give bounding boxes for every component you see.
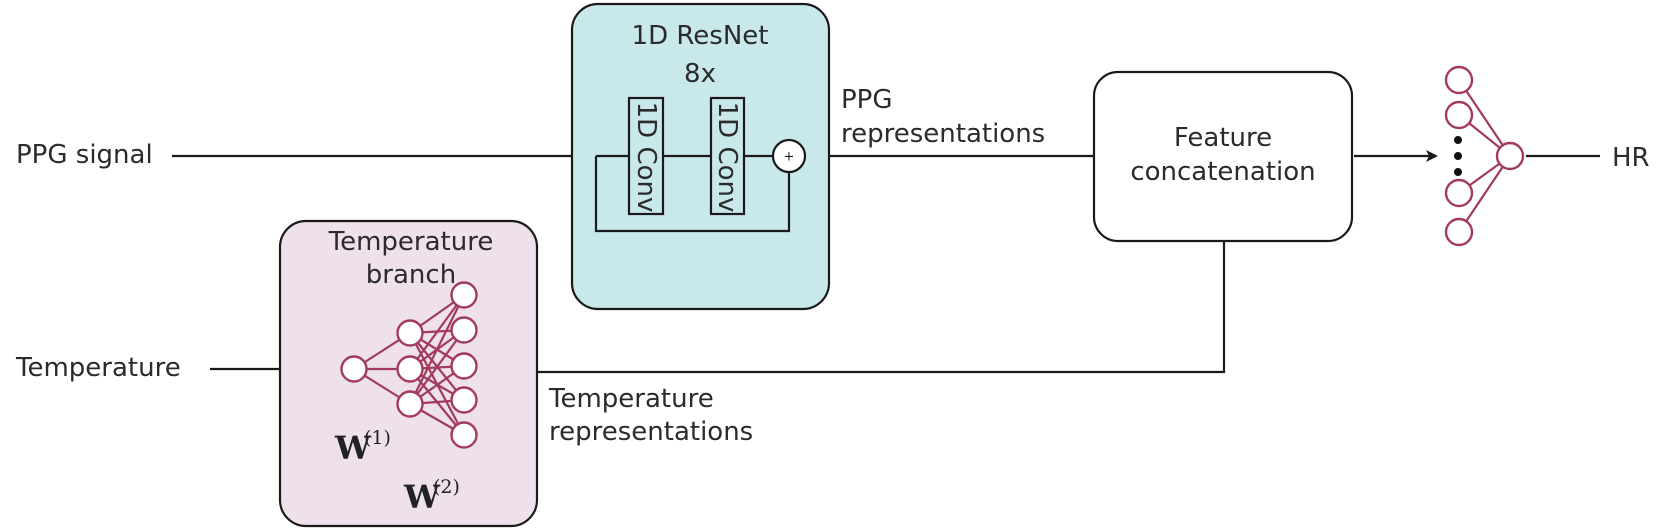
weight-w1-superscript: (1)	[364, 427, 391, 449]
resnet-block: 1D ResNet 8x 1D Conv 1D Conv +	[570, 2, 831, 311]
feature-concatenation-label-2: concatenation	[1130, 157, 1315, 187]
ppg-signal-label: PPG signal	[16, 140, 153, 170]
temperature-repr-label-line1: Temperature	[548, 384, 714, 414]
feature-concatenation-box	[1092, 70, 1354, 243]
mlp-ellipsis-dot	[1454, 152, 1462, 160]
network-edge	[409, 294, 465, 370]
resnet-title: 1D ResNet	[632, 21, 769, 51]
skip-connection	[594, 156, 791, 233]
branch-network-node	[396, 319, 424, 347]
temperature-branch-title-1: Temperature	[328, 227, 494, 257]
addition-symbol: +	[784, 150, 795, 165]
hr-output-label: HR	[1612, 143, 1650, 173]
branch-network-node	[450, 386, 478, 414]
branch-network-nodes	[340, 281, 478, 449]
branch-network-node	[396, 355, 424, 383]
temperature-branch-title-2: branch	[366, 260, 456, 290]
branch-network-node	[450, 352, 478, 380]
branch-network-node	[396, 390, 424, 418]
temperature-repr-line	[537, 241, 1226, 374]
mlp-node	[1444, 100, 1474, 130]
branch-network-node	[450, 316, 478, 344]
network-edge	[1458, 79, 1511, 157]
conv-block-1-label: 1D Conv	[631, 102, 661, 213]
mlp-ellipsis-dot	[1454, 136, 1462, 144]
network-edge	[1458, 155, 1511, 233]
branch-network-node	[340, 355, 368, 383]
temperature-repr-label-line2: representations	[549, 417, 753, 447]
mlp-nodes	[1444, 65, 1525, 247]
conv-block-2-label: 1D Conv	[712, 102, 742, 213]
weight-w2-superscript: (2)	[433, 476, 460, 498]
branch-network-node	[450, 421, 478, 449]
branch-network-node	[450, 281, 478, 309]
temperature-branch: Temperature branch W (1) W (2)	[278, 219, 539, 528]
addition-node	[771, 138, 807, 174]
ppg-repr-label-line2: representations	[841, 119, 1045, 149]
mlp-node	[1495, 141, 1525, 171]
network-edge	[409, 294, 465, 405]
resnet-repeat-count: 8x	[684, 59, 716, 89]
temperature-input-label: Temperature	[15, 353, 181, 383]
mlp-node	[1444, 217, 1474, 247]
output-mlp	[1444, 65, 1525, 247]
conv-block-1	[627, 96, 665, 216]
mlp-ellipsis-dot	[1454, 168, 1462, 176]
ppg-repr-label-line1: PPG	[841, 85, 893, 115]
network-edge	[409, 329, 465, 405]
conv-block-2	[709, 96, 746, 216]
feature-concatenation-block: Feature concatenation	[1092, 70, 1354, 243]
weight-w1: W	[334, 429, 372, 467]
weight-w2: W	[403, 478, 441, 516]
mlp-node	[1444, 178, 1474, 208]
feature-concatenation-label-1: Feature	[1174, 123, 1272, 153]
mlp-node	[1444, 65, 1474, 95]
